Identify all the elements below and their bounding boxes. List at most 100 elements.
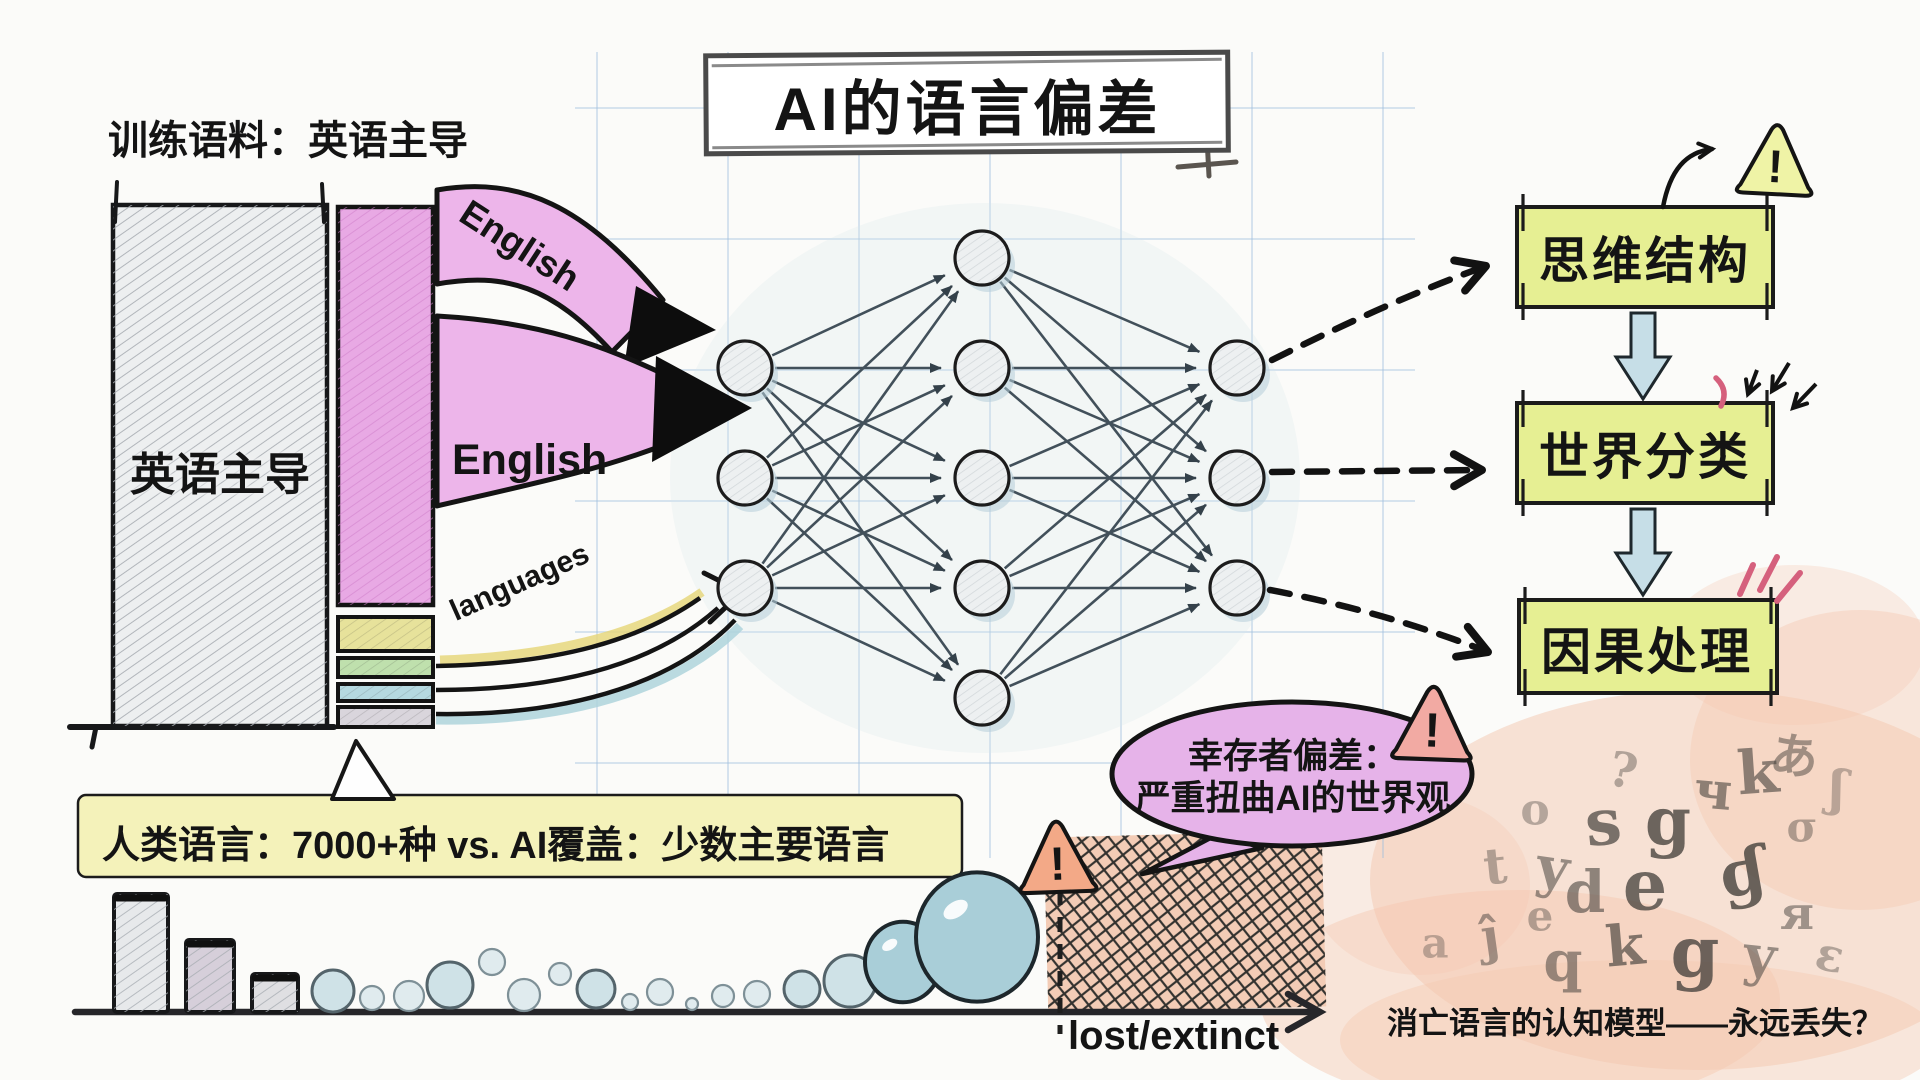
network-edge xyxy=(766,394,953,569)
speech-bubble-line1: 幸存者偏差： xyxy=(1187,737,1398,776)
node-hatch xyxy=(1212,563,1262,613)
network-edge xyxy=(999,280,1213,557)
language-bubble xyxy=(506,977,542,1013)
box-thinking-structure xyxy=(1515,205,1775,309)
node-hatch xyxy=(720,343,770,393)
warning-triangle-icon: ! xyxy=(1734,123,1814,198)
warning-triangle-icon: ! xyxy=(1390,684,1473,763)
english-ribbon-top xyxy=(434,184,666,355)
bottom-caption: 消亡语言的认知模型——永远丢失？ xyxy=(1387,1006,1883,1041)
network-edge xyxy=(766,284,953,459)
output-dashed-arrows xyxy=(1266,256,1492,661)
arrowhead xyxy=(652,356,752,462)
language-longtail-chart xyxy=(71,830,1327,1034)
speech-bubble-line2: 严重扭曲AI的世界观 xyxy=(1135,779,1451,818)
network-edge xyxy=(1009,268,1201,353)
network-edge xyxy=(1003,393,1207,570)
scattered-letter: я xyxy=(1780,886,1814,940)
language-bubble xyxy=(575,968,617,1010)
english-flow-ribbons xyxy=(434,184,752,725)
lost-extinct-label: lost/extinct xyxy=(1068,1014,1280,1058)
scattered-letter: g xyxy=(1644,782,1692,860)
corpus-heading: 训练语料：英语主导 xyxy=(108,119,468,163)
bubble-highlight xyxy=(882,938,898,951)
language-bubble xyxy=(392,979,426,1013)
speech-bubble-text: 幸存者偏差： 严重扭曲AI的世界观 xyxy=(1112,732,1474,824)
language-bubble xyxy=(477,947,507,977)
network-edge xyxy=(1009,603,1201,688)
scattered-letter: あ xyxy=(1766,725,1822,789)
scattered-letter: g xyxy=(1670,910,1720,994)
languages-line xyxy=(435,618,737,717)
node-hatch xyxy=(957,343,1007,393)
languages-line xyxy=(435,606,720,693)
pink-accent-mark xyxy=(1713,375,1727,409)
neural-network xyxy=(716,229,1270,732)
box-causal-processing xyxy=(1517,598,1779,695)
exclamation-icon: ! xyxy=(1049,837,1066,890)
network-edge xyxy=(766,387,953,562)
network-edge xyxy=(761,391,960,666)
scattered-letter: σ xyxy=(1786,802,1818,852)
mini-arrow-icon xyxy=(1769,361,1791,395)
network-edge xyxy=(1009,488,1201,573)
speech-bubble xyxy=(1109,699,1475,877)
scattered-letter: s xyxy=(1581,783,1625,863)
node-hatch xyxy=(957,233,1007,283)
languages-line xyxy=(435,596,702,669)
network-edge xyxy=(771,599,946,682)
english-bar-label: 英语主导 xyxy=(129,449,310,500)
network-edge xyxy=(766,497,953,672)
scattered-letter: k xyxy=(1602,911,1648,981)
mini-arrow-icon xyxy=(1744,369,1762,398)
bubble-highlight xyxy=(943,899,968,920)
node-hatch xyxy=(1212,343,1262,393)
language-bubble xyxy=(684,996,700,1012)
banner-callout xyxy=(76,739,964,879)
down-arrow-icon xyxy=(1613,507,1673,598)
network-edge xyxy=(761,290,960,565)
node-hatch xyxy=(957,453,1007,503)
mini-arrow-icon xyxy=(1790,382,1818,412)
warning-triangles: ! ! ! xyxy=(1018,123,1814,896)
node-hatch xyxy=(957,673,1007,723)
network-edge xyxy=(771,274,946,357)
exclamation-icon: ! xyxy=(1423,703,1441,758)
network-edge xyxy=(1009,383,1201,468)
output-boxes xyxy=(1515,141,1818,706)
node-hatch xyxy=(1212,453,1262,503)
language-bubble xyxy=(710,983,736,1009)
network-edge xyxy=(771,489,946,572)
output-box-label-thinking: 思维结构 xyxy=(1539,233,1751,289)
output-box-label-causal: 因果处理 xyxy=(1541,624,1753,680)
language-bubble xyxy=(742,979,772,1009)
down-arrow-icon xyxy=(1613,311,1673,402)
x-axis-arrowhead xyxy=(1284,990,1327,1034)
network-edge xyxy=(1003,503,1207,680)
corpus-bars xyxy=(67,180,436,750)
network-edge xyxy=(1009,378,1201,463)
extinct-hatch-patch xyxy=(1043,830,1327,1014)
box-world-classification xyxy=(1515,401,1775,505)
network-edge xyxy=(771,379,946,462)
node-hatch xyxy=(957,563,1007,613)
arrowhead xyxy=(624,286,716,368)
banner-label: 人类语言：7000+种 vs. AI覆盖：少数主要语言 xyxy=(102,825,890,867)
network-edge xyxy=(771,384,946,467)
english-ribbon-label-mid: English xyxy=(452,436,608,484)
language-bubble xyxy=(358,984,386,1012)
title-box xyxy=(703,49,1231,157)
scattered-letter: y xyxy=(1740,921,1780,991)
bar-hatch xyxy=(186,940,234,1012)
language-bubble xyxy=(782,969,822,1009)
node-hatch xyxy=(720,453,770,503)
curved-arrow-to-warning xyxy=(1660,141,1717,210)
scattered-letter: e xyxy=(1622,843,1668,927)
language-bubble xyxy=(914,870,1040,1004)
scattered-letter: d xyxy=(1564,858,1606,926)
scattered-letter: a xyxy=(1421,918,1449,968)
scattered-letter: ч xyxy=(1691,758,1735,824)
language-bubble xyxy=(310,968,356,1014)
